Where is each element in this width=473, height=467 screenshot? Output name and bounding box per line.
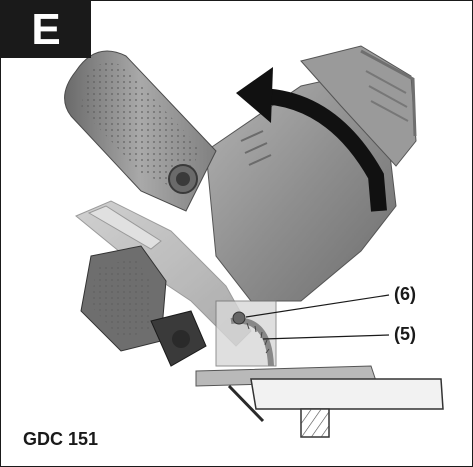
callout-6-leader — [245, 294, 390, 318]
figure-letter-badge: E — [1, 1, 91, 58]
callout-5-leader — [262, 334, 390, 340]
motor-housing — [205, 45, 417, 302]
lower-attachment — [80, 245, 207, 367]
base-plate — [195, 300, 377, 387]
callout-label-5: (5) — [394, 324, 416, 344]
handle — [64, 50, 217, 212]
workpiece — [250, 378, 444, 438]
rotation-arrow — [236, 67, 387, 212]
blade-edge — [227, 384, 265, 423]
callout-label-6: (6) — [394, 284, 416, 304]
model-label: GDC 151 — [23, 429, 99, 449]
